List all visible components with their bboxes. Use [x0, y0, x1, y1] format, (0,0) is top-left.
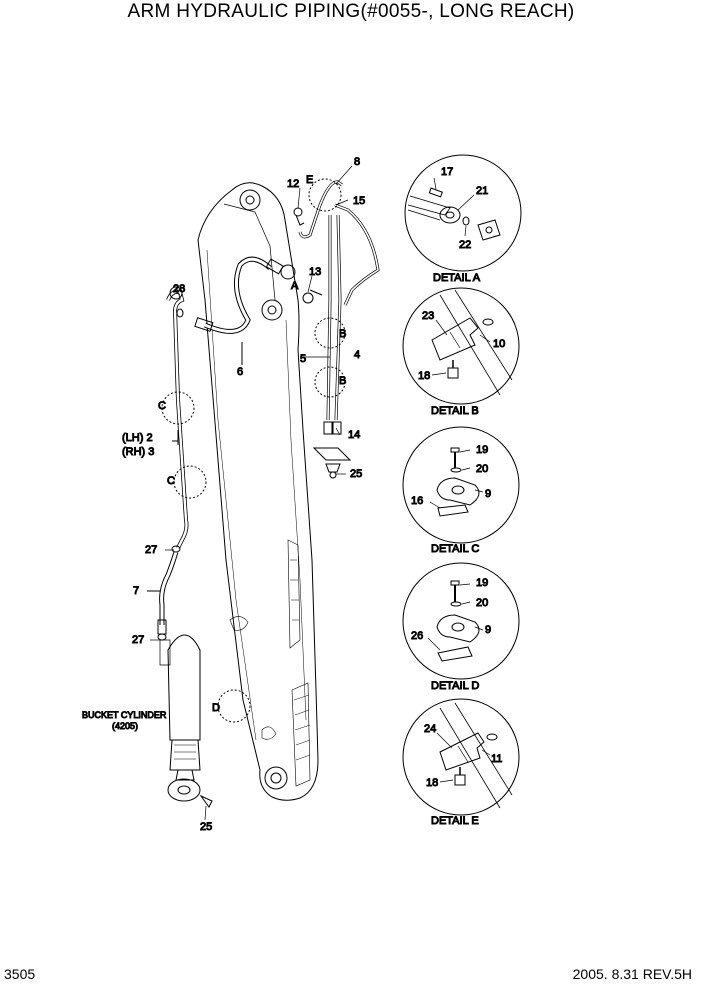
ref-a: A [291, 280, 299, 292]
bucket-cylinder [159, 634, 213, 808]
ref-e: E [306, 174, 313, 186]
detail-a-17: 17 [441, 166, 453, 178]
detail-a-label: DETAIL A [433, 272, 481, 284]
ref-b-upper: B [339, 328, 346, 340]
detail-b: 23 10 18 DETAIL B [402, 287, 520, 418]
callout-27-upper: 27 [145, 544, 157, 556]
detail-a-22: 22 [459, 239, 471, 251]
detail-c-20: 20 [476, 463, 488, 475]
callout-25-bottom: 25 [200, 821, 212, 833]
detail-c: 19 20 16 9 DETAIL C [402, 426, 520, 556]
callout-6: 6 [237, 366, 243, 378]
callout-5: 5 [300, 353, 306, 365]
page-number: 3505 [4, 966, 36, 982]
bucket-cylinder-code: (4205) [112, 721, 138, 731]
detail-c-label: DETAIL C [431, 543, 479, 555]
detail-b-10: 10 [493, 338, 505, 350]
detail-b-label: DETAIL B [431, 405, 479, 417]
ref-c-lower: C [167, 475, 175, 487]
detail-d-20: 20 [476, 597, 488, 609]
callout-15: 15 [353, 195, 365, 207]
bucket-cylinder-label: BUCKET CYLINDER [82, 710, 167, 720]
leader-lines [150, 165, 353, 821]
callout-8: 8 [354, 156, 360, 168]
callout-25-top: 25 [350, 468, 362, 480]
detail-a: 17 21 22 DETAIL A [404, 154, 522, 285]
detail-c-9: 9 [485, 488, 491, 500]
detail-c-19: 19 [476, 444, 488, 456]
callout-7: 7 [133, 585, 139, 597]
callout-4: 4 [354, 349, 360, 361]
detail-e-11: 11 [491, 753, 502, 765]
detail-e-18: 18 [426, 777, 438, 789]
callouts: (LH) 2 (RH) 3 4 5 6 7 8 12 13 14 15 25 2… [82, 156, 366, 834]
detail-b-18: 18 [418, 370, 430, 382]
detail-d: 19 20 26 9 DETAIL D [402, 562, 520, 693]
detail-a-21: 21 [476, 185, 488, 197]
arm-body [197, 182, 319, 801]
ref-c-upper: C [158, 400, 166, 412]
callout-3: (RH) 3 [122, 446, 154, 458]
ref-circles [161, 178, 346, 723]
hose-6 [194, 256, 296, 365]
detail-e: 24 11 18 DETAIL E [402, 698, 520, 828]
detail-d-26: 26 [411, 630, 423, 642]
pipes-4-5-8 [293, 180, 380, 479]
callout-12: 12 [287, 178, 299, 190]
revision-date: 2005. 8.31 REV.5H [572, 966, 692, 982]
ref-b-lower: B [339, 375, 346, 387]
ref-d: D [212, 702, 220, 714]
callout-2: (LH) 2 [122, 432, 153, 444]
page-title: ARM HYDRAULIC PIPING(#0055-, LONG REACH) [127, 1, 575, 22]
callout-28: 28 [173, 283, 185, 295]
detail-e-label: DETAIL E [431, 815, 479, 827]
detail-d-9: 9 [485, 624, 491, 636]
callout-13: 13 [309, 266, 321, 278]
callout-14: 14 [348, 429, 360, 441]
detail-b-23: 23 [422, 310, 434, 322]
pipe-2-3 [166, 286, 189, 549]
detail-e-24: 24 [424, 723, 436, 735]
hose-7 [147, 545, 181, 641]
callout-27-lower: 27 [132, 634, 144, 646]
detail-c-16: 16 [411, 495, 423, 507]
detail-d-19: 19 [476, 577, 488, 589]
detail-d-label: DETAIL D [431, 680, 479, 692]
